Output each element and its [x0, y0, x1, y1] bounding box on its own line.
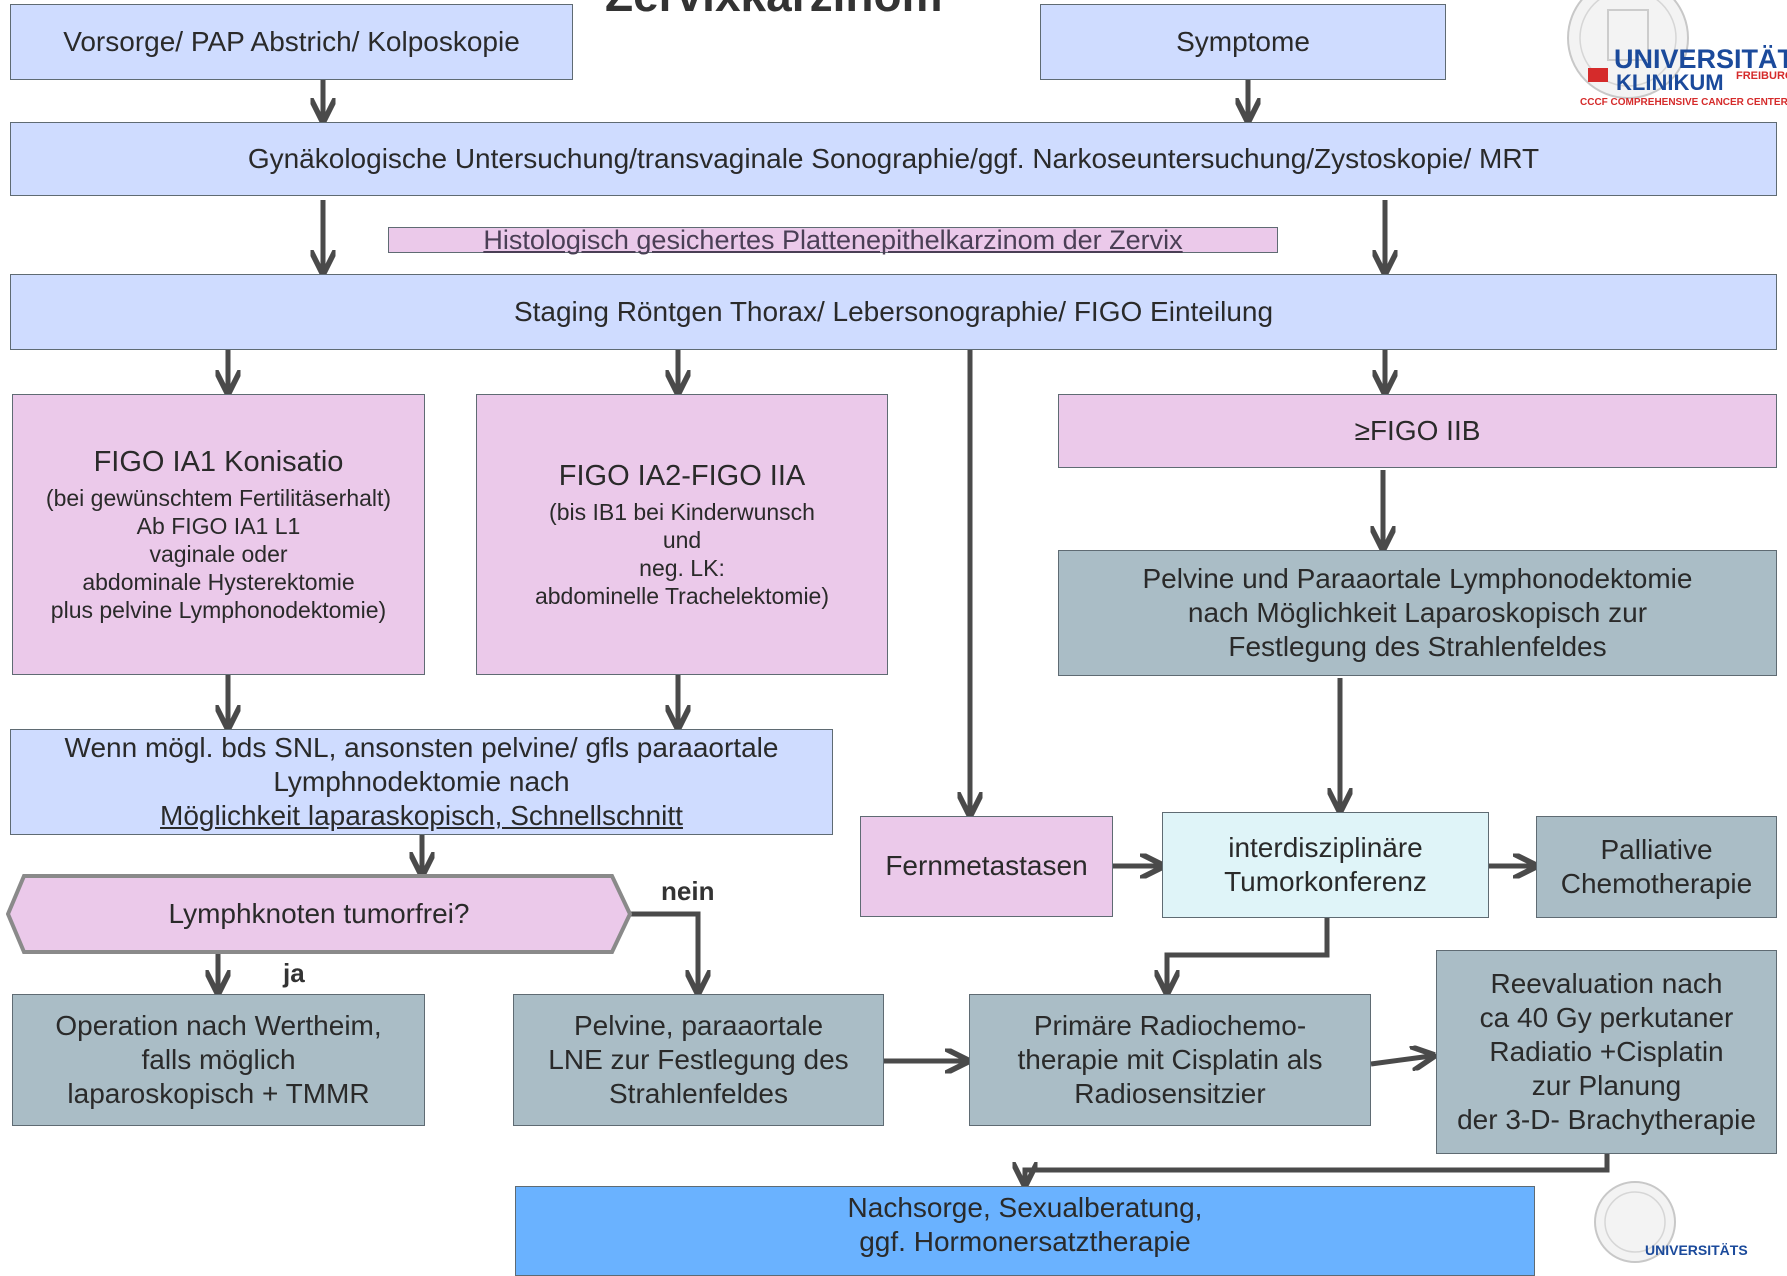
logo-city: FREIBURG: [1736, 70, 1787, 82]
fernmetastasen-box: Fernmetastasen: [860, 816, 1113, 917]
label-ja: ja: [283, 958, 305, 988]
diagram-title: Zervixkarzinom: [605, 0, 942, 22]
university-logo-small: UNIVERSITÄTS: [1585, 1180, 1787, 1264]
radiochemo-box: Primäre Radiochemo- therapie mit Cisplat…: [969, 994, 1371, 1126]
snl-box: Wenn mögl. bds SNL, ansonsten pelvine/ g…: [10, 729, 833, 835]
staging-box: Staging Röntgen Thorax/ Lebersonographie…: [10, 274, 1777, 350]
figo-ia1-box: FIGO IA1 Konisatio (bei gewünschtem Fert…: [12, 394, 425, 675]
logo-line1: UNIVERSITÄTS: [1614, 44, 1787, 74]
lymphknoten-box: Lymphknoten tumorfrei?: [168, 897, 470, 929]
logo-bottom-text: UNIVERSITÄTS: [1645, 1242, 1748, 1258]
university-logo: UNIVERSITÄTS KLINIKUM FREIBURG CCCF COMP…: [1528, 0, 1787, 112]
lne-box: Pelvine, paraaortale LNE zur Festlegung …: [513, 994, 884, 1126]
lymphknoten-decision-shape: [6, 874, 632, 954]
figo-ia2-box: FIGO IA2-FIGO IIA (bis IB1 bei Kinderwun…: [476, 394, 888, 675]
tumorkonferenz-box: interdisziplinäre Tumorkonferenz: [1162, 812, 1489, 918]
nachsorge-box: Nachsorge, Sexualberatung, ggf. Hormoner…: [515, 1186, 1535, 1276]
palliative-box: Palliative Chemotherapie: [1536, 816, 1777, 918]
label-nein: nein: [661, 876, 715, 906]
arrow-lymphknoten-lne: [628, 911, 698, 990]
untersuchung-box: Gynäkologische Untersuchung/transvaginal…: [10, 122, 1777, 196]
seal-icon: [1567, 0, 1689, 99]
logo-tagline: CCCF COMPREHENSIVE CANCER CENTER F: [1580, 97, 1787, 108]
arrow-radiochemo-reevaluation: [1370, 1056, 1431, 1064]
seal-icon-small: [1594, 1181, 1676, 1263]
vorsorge-box: Vorsorge/ PAP Abstrich/ Kolposkopie: [10, 4, 573, 80]
wertheim-box: Operation nach Wertheim, falls möglich l…: [12, 994, 425, 1126]
reevaluation-box: Reevaluation nach ca 40 Gy perkutaner Ra…: [1436, 950, 1777, 1154]
symptome-box: Symptome: [1040, 4, 1446, 80]
figo-iib-box: ≥FIGO IIB: [1058, 394, 1777, 468]
pelvine-paraaortale-box: Pelvine und Paraaortale Lymphonodektomie…: [1058, 550, 1777, 676]
arrow-tumorkonferenz-radiochemo: [1167, 918, 1330, 990]
logo-line2: KLINIKUM: [1616, 70, 1724, 95]
histologie-box: Histologisch gesichertes Plattenepithelk…: [388, 227, 1278, 254]
